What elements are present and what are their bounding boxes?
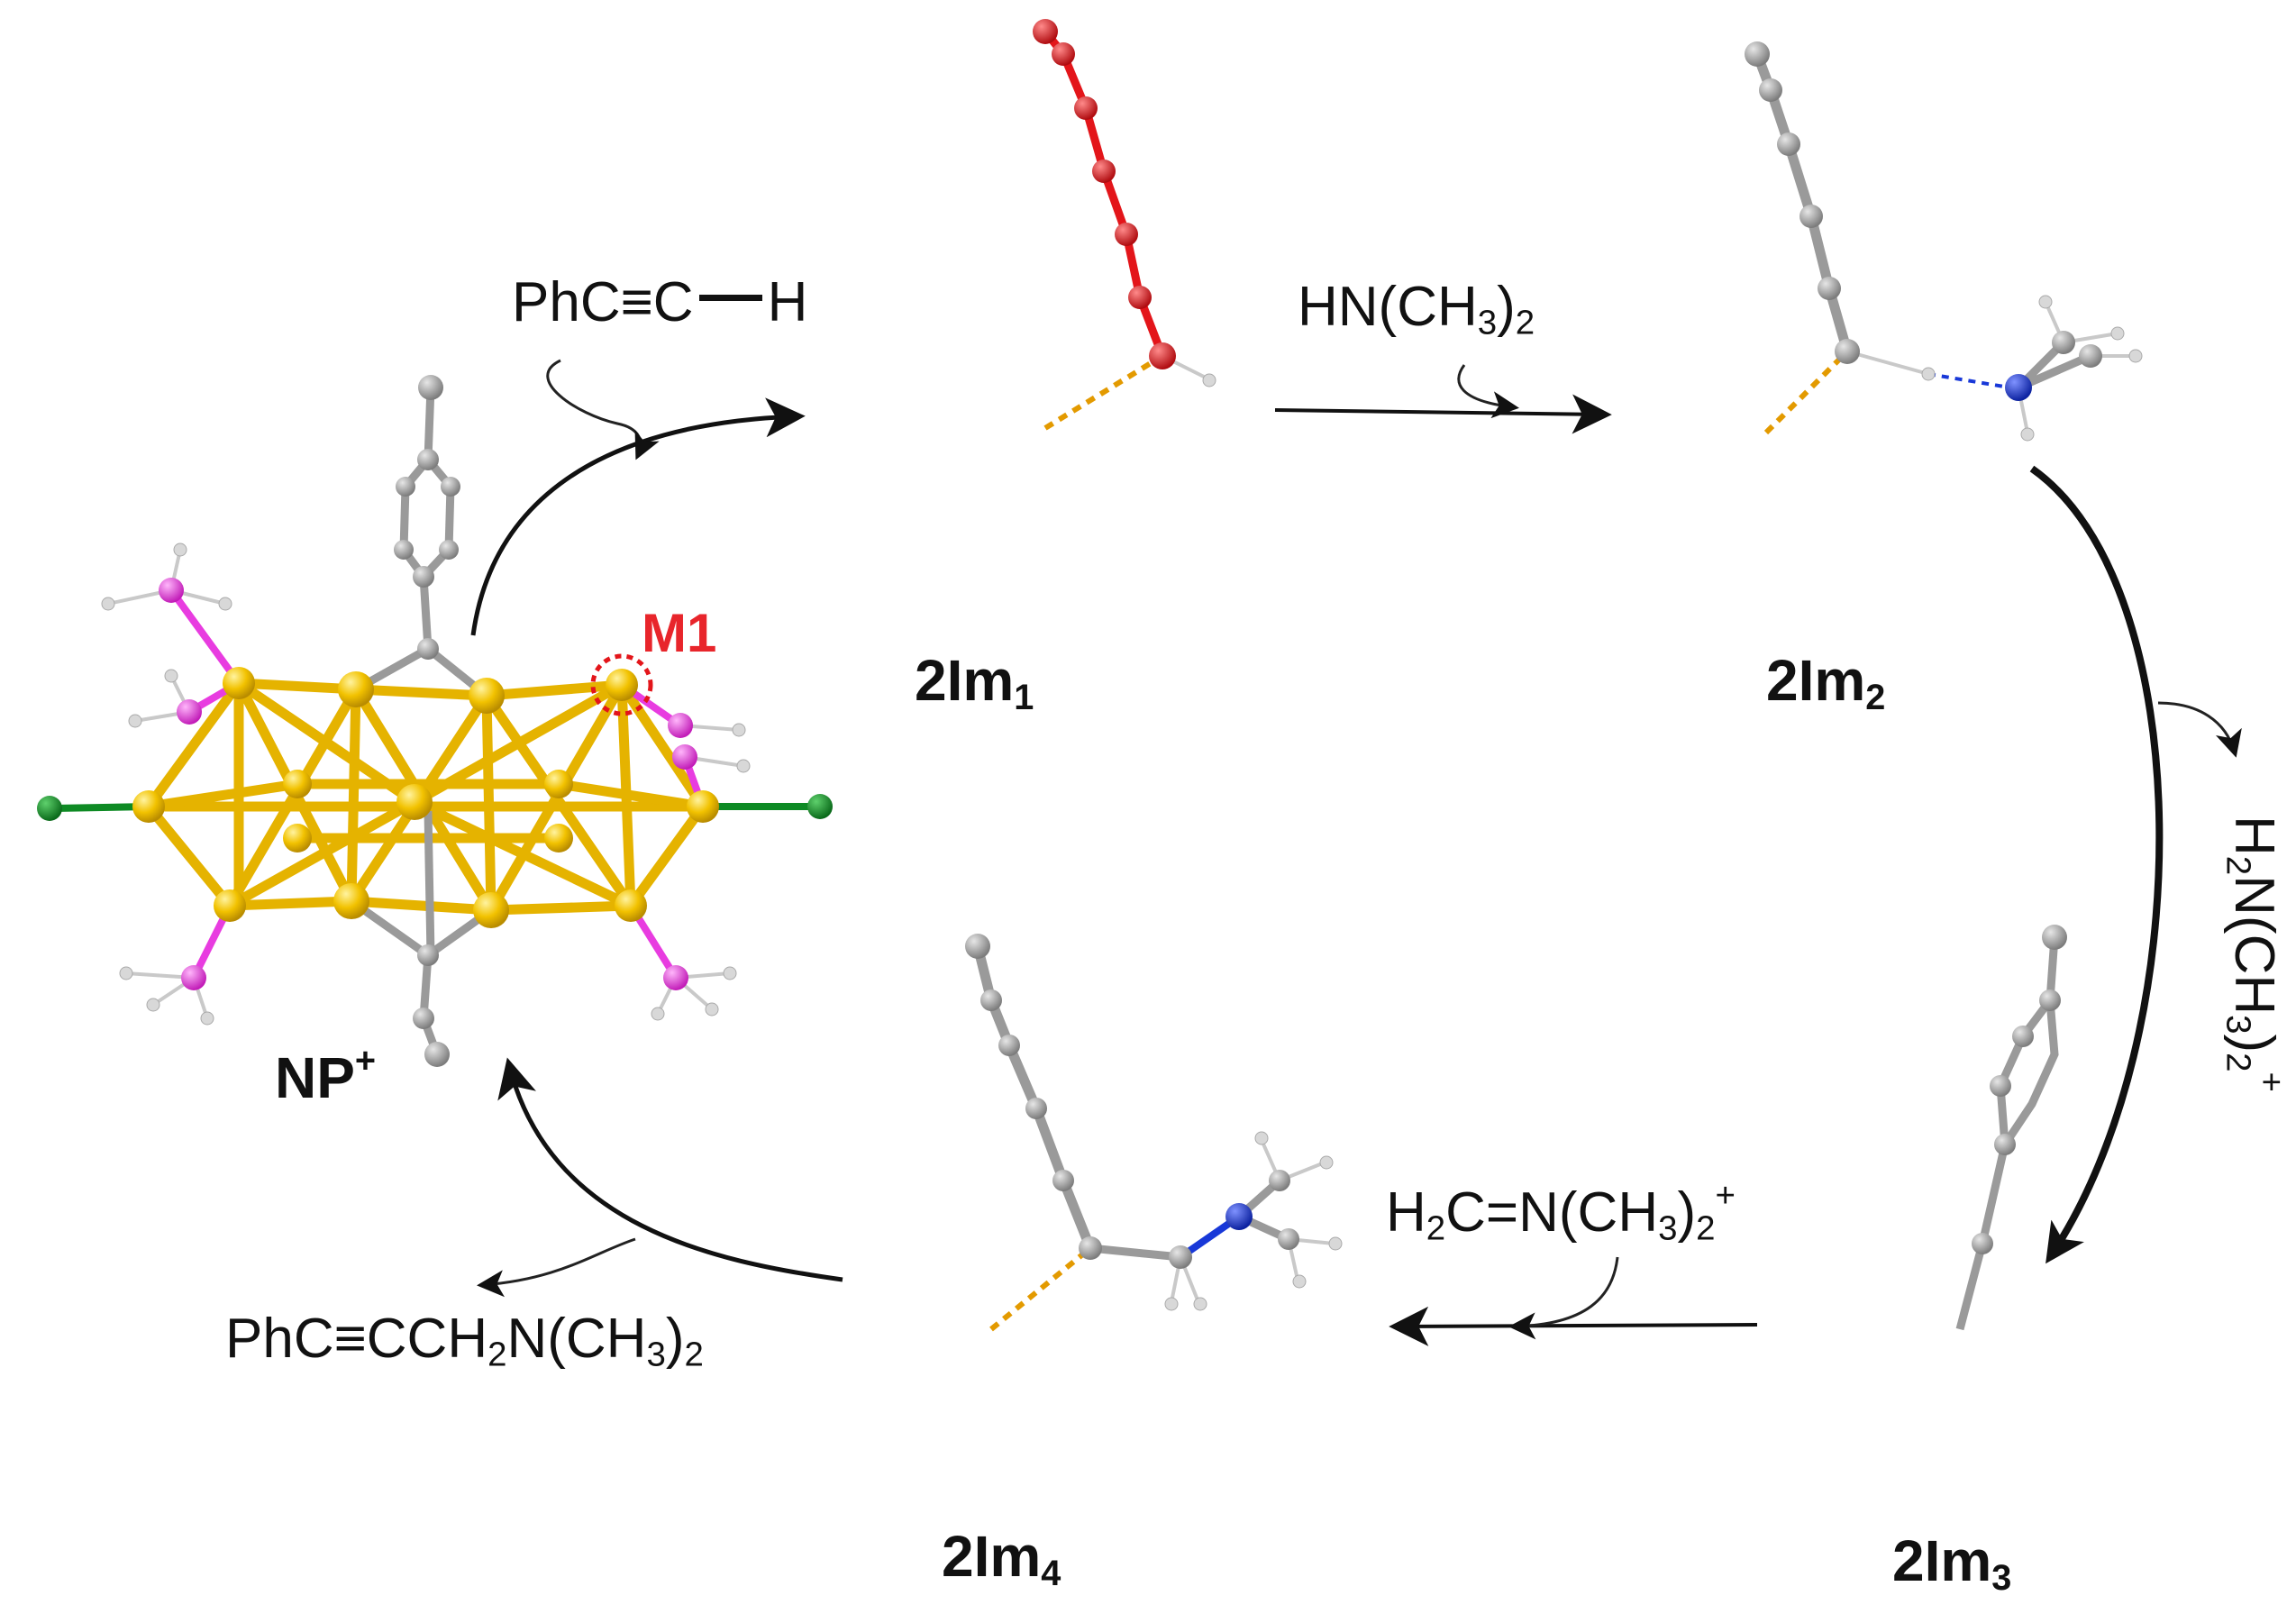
- product-sub1: 2: [487, 1335, 507, 1374]
- im2-structure: [1745, 41, 2143, 442]
- im3-label: 2Im3: [1892, 1527, 2011, 1599]
- phenylacetylene-h: H: [767, 271, 808, 333]
- im1-label-base: 2Im: [915, 648, 1015, 713]
- np-chlorine-atoms: [37, 794, 833, 821]
- arrow-im2-to-im3: [2029, 465, 2164, 1264]
- dimethylamine-part1: HN(CH: [1298, 276, 1478, 338]
- m1-site-highlight: [590, 653, 653, 716]
- dimethylammonium-part2: N(CH: [2223, 875, 2286, 1016]
- dimethylammonium-charge: +: [2252, 1071, 2291, 1092]
- iminium-entry-arrow: [1508, 1256, 1619, 1340]
- im1-label-sub: 1: [1014, 677, 1034, 717]
- phenylacetylene-label: PhC≡C H: [512, 270, 807, 334]
- im2-alkyne: [1745, 41, 2010, 435]
- im1-structure: [1033, 19, 1216, 428]
- m1-site-label: M1: [642, 602, 716, 664]
- arrow-im1-to-im2: [1274, 394, 1612, 434]
- arrow-np-to-im1: [470, 397, 806, 636]
- dimethylamine-sub2: 2: [1515, 303, 1535, 342]
- product-exit-arrow: [477, 1237, 636, 1298]
- im2-label: 2Im2: [1766, 647, 1885, 718]
- product-part1: PhC≡CCH: [225, 1308, 488, 1370]
- im2-amine: [2005, 295, 2143, 442]
- np-au-atoms: [132, 667, 719, 928]
- reagent-arrows: [477, 359, 2242, 1340]
- cycle-arrows: [470, 394, 2164, 1346]
- np-label-charge: +: [354, 1041, 377, 1080]
- dimethylamine-part2: ): [1497, 276, 1516, 338]
- dimethylammonium-sub2: 3: [2219, 1015, 2258, 1035]
- single-bond-glyph: [698, 295, 762, 302]
- iminium-sub2: 3: [1658, 1208, 1678, 1248]
- arrow-im4-to-np: [497, 1057, 843, 1282]
- dimethylammonium-part3: ): [2223, 1034, 2286, 1053]
- im2-label-base: 2Im: [1766, 648, 1866, 713]
- iminium-sub1: 2: [1426, 1208, 1446, 1248]
- dimethylammonium-sub3: 2: [2219, 1053, 2258, 1072]
- product-sub3: 2: [684, 1335, 704, 1374]
- np-phosphorus-atoms: [159, 578, 697, 990]
- np-carbon-atoms: [394, 375, 460, 1067]
- im2-label-sub: 2: [1865, 677, 1886, 717]
- im1-label: 2Im1: [915, 647, 1034, 718]
- product-part2: N(CH: [506, 1308, 647, 1370]
- np-label-base: NP: [275, 1044, 355, 1110]
- phenylacetylene-entry-arrow: [546, 359, 660, 460]
- iminium-part1: H: [1386, 1181, 1426, 1244]
- im1-alkyne-red: [1033, 19, 1216, 431]
- np-label: NP+: [275, 1041, 376, 1111]
- dimethylammonium-sub1: 2: [2219, 855, 2258, 876]
- im3-carbon-atoms: [1972, 925, 2067, 1254]
- im4-structure: [965, 934, 1343, 1332]
- dimethylamine-sub1: 3: [1477, 303, 1498, 342]
- m1-site-text: M1: [642, 603, 717, 663]
- np-cluster: [37, 375, 833, 1067]
- product-part3: ): [665, 1308, 685, 1370]
- dimethylamine-label: HN(CH3)2: [1298, 275, 1535, 343]
- iminium-part2: C=N(CH: [1445, 1181, 1659, 1244]
- dimethylammonium-part1: H: [2223, 816, 2286, 856]
- product-label: PhC≡CCH2N(CH3)2: [225, 1307, 704, 1375]
- im3-label-base: 2Im: [1892, 1528, 1992, 1593]
- product-sub2: 3: [646, 1335, 666, 1374]
- im4-label-sub: 4: [1041, 1553, 1061, 1593]
- phenylacetylene-text: PhC≡C: [512, 271, 694, 333]
- im3-label-sub: 3: [1991, 1557, 2012, 1598]
- dimethylammonium-exit-arrow: [2157, 701, 2242, 758]
- im4-label-base: 2Im: [942, 1524, 1042, 1589]
- np-hydrogen-atoms: [101, 543, 751, 1026]
- iminium-part3: ): [1677, 1181, 1697, 1244]
- iminium-charge: +: [1715, 1176, 1736, 1215]
- arrow-im3-to-im4: [1389, 1306, 1758, 1346]
- dimethylammonium-label: H2N(CH3)2+: [2218, 816, 2291, 1092]
- dimethylamine-entry-arrow: [1457, 364, 1519, 419]
- iminium-label: H2C=N(CH3)2+: [1386, 1176, 1736, 1249]
- im3-structure: [1960, 925, 2067, 1329]
- im4-propargylamine: [965, 934, 1343, 1332]
- iminium-sub3: 2: [1696, 1208, 1716, 1248]
- im4-label: 2Im4: [942, 1523, 1061, 1594]
